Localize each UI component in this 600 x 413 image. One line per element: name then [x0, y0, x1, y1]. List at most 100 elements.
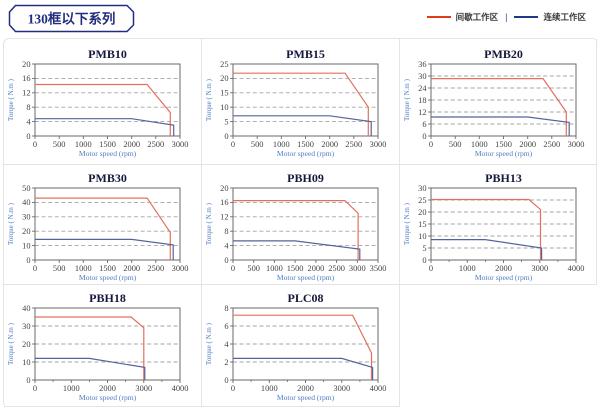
y-tick-label: 10: [220, 103, 228, 112]
y-tick-label: 16: [220, 198, 228, 207]
x-axis-label: Motor speed (rpm): [79, 149, 137, 158]
chart-title: PBH13: [485, 171, 522, 185]
series-intermittent: [233, 200, 359, 260]
legend-continuous-label: 连续工作区: [543, 12, 586, 22]
y-axis-label: Torque ( N.m ): [205, 78, 213, 121]
y-tick-label: 8: [224, 304, 228, 313]
y-tick-label: 5: [224, 117, 228, 126]
series-continuous: [233, 115, 372, 136]
x-tick-label: 1500: [297, 140, 314, 149]
chart-title: PBH09: [287, 171, 324, 185]
y-tick-label: 2: [224, 358, 228, 367]
y-axis-label: Torque ( N.m ): [205, 202, 213, 245]
y-tick-label: 6: [224, 322, 228, 331]
series-badge: 130框以下系列: [8, 4, 136, 39]
y-tick-label: 30: [22, 213, 30, 222]
y-tick-label: 12: [220, 213, 228, 222]
chart-title: PMB20: [484, 47, 523, 61]
series-continuous: [233, 240, 361, 260]
y-tick-label: 0: [26, 376, 30, 385]
series-intermittent: [233, 72, 369, 136]
y-tick-label: 10: [22, 358, 30, 367]
x-tick-label: 500: [53, 264, 66, 273]
x-tick-label: 2500: [147, 140, 164, 149]
badge-outline: [8, 4, 135, 33]
series-continuous: [35, 238, 174, 260]
y-tick-label: 15: [418, 220, 426, 229]
x-axis-label: Motor speed (rpm): [79, 393, 137, 402]
x-tick-label: 4000: [172, 384, 189, 393]
x-tick-label: 1500: [99, 264, 116, 273]
plot-border: [34, 187, 181, 261]
y-tick-label: 4: [26, 117, 31, 126]
plot-border: [232, 187, 379, 261]
x-tick-label: 2000: [99, 384, 116, 393]
y-tick-label: 20: [220, 74, 228, 83]
x-tick-label: 1500: [99, 140, 116, 149]
y-tick-label: 0: [26, 256, 30, 265]
series-intermittent: [35, 316, 145, 380]
x-tick-label: 2500: [543, 140, 560, 149]
chart-title: PMB15: [286, 47, 325, 61]
series-intermittent: [431, 78, 567, 136]
x-tick-label: 2000: [519, 140, 536, 149]
x-axis-label: Motor speed (rpm): [475, 149, 533, 158]
y-tick-label: 30: [418, 184, 426, 193]
top-bar: 130框以下系列 间歇工作区 | 连续工作区: [0, 0, 600, 38]
x-tick-label: 3000: [531, 264, 548, 273]
x-tick-label: 1000: [273, 140, 290, 149]
series-intermittent: [431, 198, 542, 260]
x-tick-label: 2500: [328, 264, 345, 273]
y-tick-label: 20: [220, 184, 228, 193]
chart-title: PMB30: [88, 171, 127, 185]
legend-continuous-line: [514, 15, 539, 19]
x-tick-label: 3000: [333, 384, 350, 393]
x-tick-label: 3000: [172, 140, 189, 149]
x-tick-label: 1000: [63, 384, 80, 393]
y-axis-label: Torque ( N.m ): [7, 202, 15, 245]
x-tick-label: 2000: [495, 264, 512, 273]
y-axis-label: Torque ( N.m ): [7, 322, 15, 365]
y-tick-label: 40: [22, 304, 30, 313]
x-tick-label: 4000: [568, 264, 585, 273]
badge-label: 130框以下系列: [28, 11, 116, 27]
x-tick-label: 2000: [123, 264, 140, 273]
x-tick-label: 3000: [172, 264, 189, 273]
legend-intermittent-label: 间歇工作区: [455, 12, 499, 22]
y-tick-label: 0: [26, 132, 30, 141]
x-tick-label: 3000: [568, 140, 585, 149]
y-tick-label: 30: [22, 322, 30, 331]
x-tick-label: 500: [449, 140, 462, 149]
x-axis-label: Motor speed (rpm): [475, 273, 533, 282]
y-axis-label: Torque ( N.m ): [403, 78, 411, 121]
x-tick-label: 1000: [471, 140, 488, 149]
plot-border: [232, 63, 379, 137]
x-tick-label: 1000: [75, 140, 92, 149]
x-axis-label: Motor speed (rpm): [277, 273, 335, 282]
x-tick-label: 0: [33, 264, 37, 273]
y-tick-label: 25: [418, 196, 426, 205]
x-tick-label: 3000: [370, 140, 387, 149]
y-axis-label: Torque ( N.m ): [403, 202, 411, 245]
x-tick-label: 1500: [287, 264, 304, 273]
y-tick-label: 4: [224, 241, 229, 250]
y-tick-label: 20: [22, 227, 30, 236]
y-tick-label: 10: [418, 232, 426, 241]
y-tick-label: 20: [22, 60, 30, 69]
y-tick-label: 36: [418, 60, 426, 69]
x-tick-label: 2500: [345, 140, 362, 149]
y-tick-label: 0: [224, 256, 228, 265]
x-axis-label: Motor speed (rpm): [79, 273, 137, 282]
y-tick-label: 24: [418, 84, 427, 93]
y-tick-label: 8: [26, 103, 30, 112]
